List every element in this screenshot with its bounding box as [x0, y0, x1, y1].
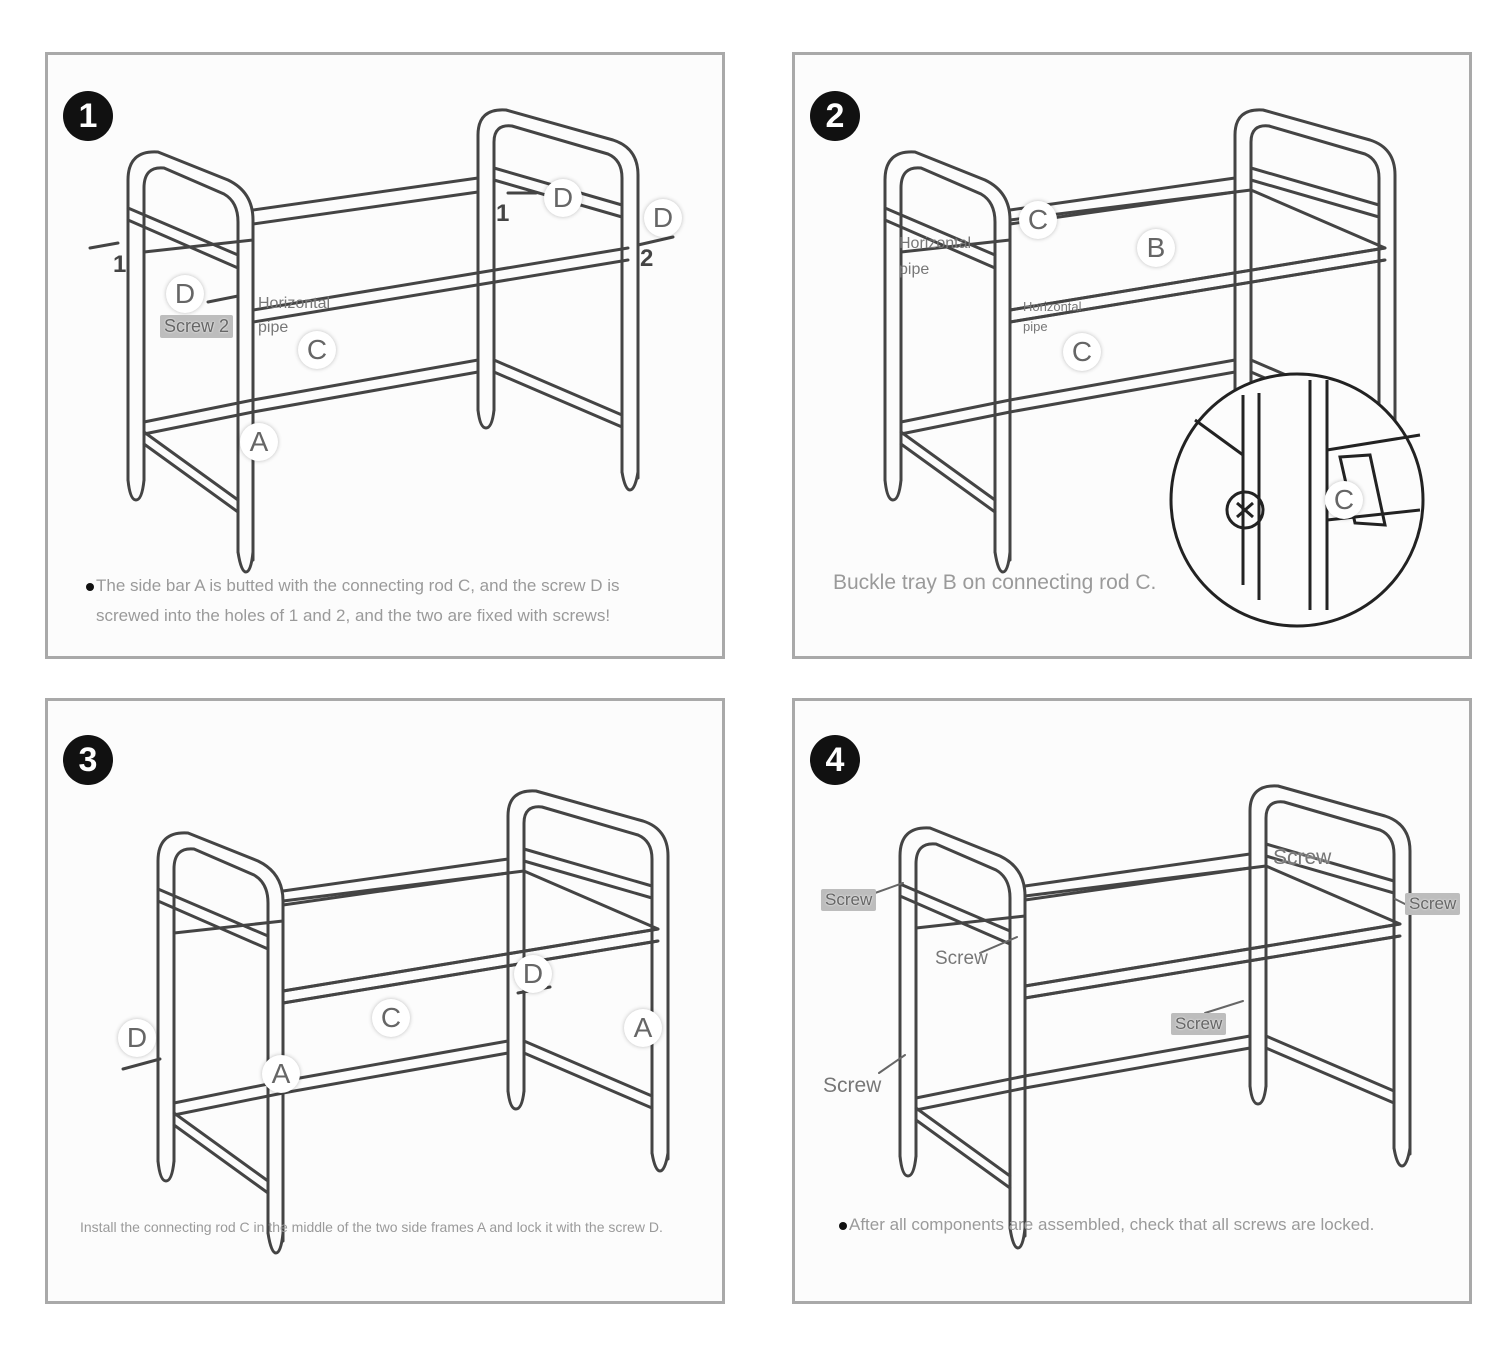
- step-1-caption-line1: The side bar A is butted with the connec…: [96, 576, 620, 595]
- label-d-right: D: [644, 199, 682, 237]
- step-4-caption: After all components are assembled, chec…: [839, 1215, 1374, 1235]
- label-screw-center: Screw: [1171, 1013, 1227, 1035]
- step-2-panel: 2 C B C C Horizontal pipe Horizontal pip…: [792, 52, 1472, 659]
- hole-number-1-left: 1: [113, 251, 127, 278]
- label-c: C: [298, 331, 336, 369]
- label-horizontal-pipe-line1: Horizontal: [258, 295, 331, 312]
- label-d-top: D: [544, 179, 582, 217]
- label-c: C: [372, 999, 410, 1037]
- label-screw-mid: Screw: [935, 948, 988, 969]
- step-1-caption: The side bar A is butted with the connec…: [86, 571, 620, 631]
- label-screw-left: Screw: [821, 889, 877, 911]
- bullet-icon: [86, 582, 94, 591]
- step-1-caption-line2: screwed into the holes of 1 and 2, and t…: [96, 606, 611, 625]
- label-c-top: C: [1019, 201, 1057, 239]
- label-a-left: A: [262, 1055, 300, 1093]
- step-3-panel: 3 D D C A A Install the connecting rod C…: [45, 698, 725, 1304]
- label-screw-2: Screw 2: [160, 315, 234, 338]
- label-b: B: [1137, 229, 1175, 267]
- label-screw-right: Screw: [1405, 893, 1461, 915]
- label-d-mid: D: [514, 955, 552, 993]
- label-horizontal-pipe-b-line2: pipe: [1023, 319, 1048, 334]
- step-4-panel: 4 Screw Screw Screw Screw Screw Screw Af…: [792, 698, 1472, 1304]
- step-4-rack-drawing: [874, 784, 1412, 1250]
- label-screw-bottom: Screw: [823, 1074, 882, 1097]
- label-a-right: A: [624, 1009, 662, 1047]
- step-2-badge: 2: [810, 91, 860, 141]
- label-a: A: [240, 423, 278, 461]
- hole-number-2-right: 2: [640, 245, 654, 272]
- label-screw-top: Screw: [1273, 846, 1332, 869]
- step-3-caption: Install the connecting rod C in the midd…: [80, 1219, 663, 1235]
- step-3-badge: 3: [63, 735, 113, 785]
- step-1-panel: 1 D D D C A 1 1 2 Screw 2 Horizontal pip…: [45, 52, 725, 659]
- label-d-left: D: [166, 275, 204, 313]
- label-horizontal-pipe-a-line1: Horizontal: [899, 235, 972, 252]
- hole-number-1-top: 1: [496, 200, 510, 227]
- label-c-mid: C: [1063, 333, 1101, 371]
- step-2-rack-drawing: [883, 108, 1425, 628]
- label-horizontal-pipe-line2: pipe: [258, 319, 289, 336]
- step-1-rack-drawing: [88, 108, 675, 574]
- label-d-left: D: [118, 1019, 156, 1057]
- step-4-caption-text: After all components are assembled, chec…: [849, 1215, 1375, 1234]
- label-horizontal-pipe-a-line2: pipe: [899, 261, 930, 278]
- step-4-badge: 4: [810, 735, 860, 785]
- label-c-zoom: C: [1325, 481, 1363, 519]
- label-horizontal-pipe-b-line1: Horizontal: [1023, 299, 1082, 314]
- step-2-caption: Buckle tray B on connecting rod C.: [833, 571, 1157, 594]
- bullet-icon: [839, 1221, 847, 1230]
- step-1-badge: 1: [63, 91, 113, 141]
